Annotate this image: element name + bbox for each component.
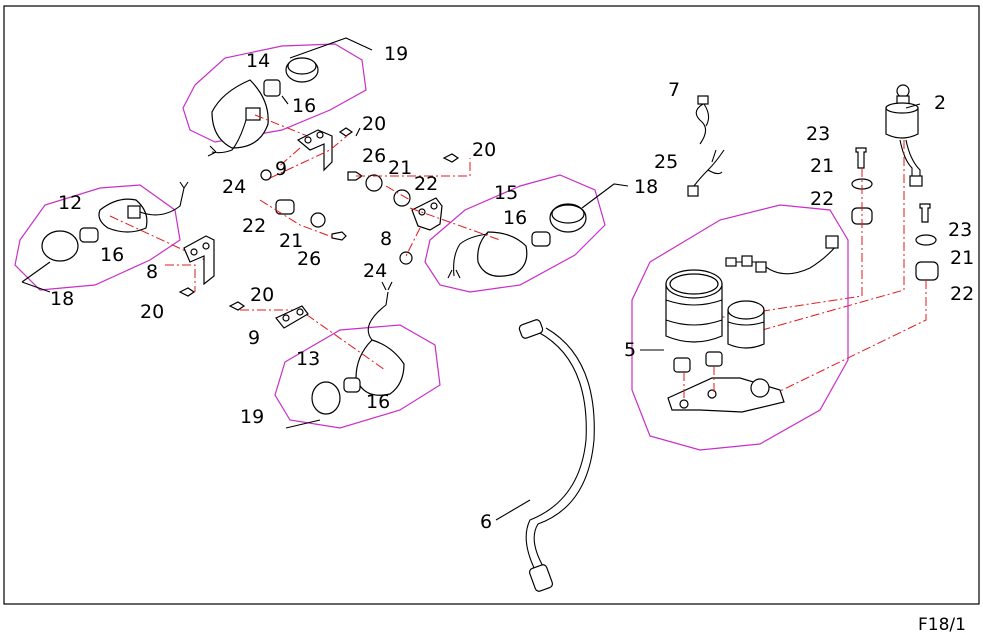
bracket-9-top: [260, 127, 471, 207]
bolt-20d: [228, 301, 246, 311]
callout-16: 16: [366, 391, 390, 413]
callout-9: 9: [275, 158, 287, 180]
turn-signal-left-group: [14, 181, 206, 291]
bracket-9-bottom: [275, 305, 309, 329]
lens-ring-19b: [311, 381, 341, 415]
callout-26: 26: [297, 248, 321, 270]
callout-24: 24: [222, 176, 246, 198]
callout-26: 26: [362, 145, 386, 167]
bolt-23a: [855, 147, 867, 169]
callout-21: 21: [810, 155, 834, 177]
mount-hardware-col1: [703, 147, 873, 321]
turn-signal-bottom-group: [228, 281, 441, 429]
grommet-22b: [393, 189, 411, 207]
callout-19: 19: [384, 43, 408, 65]
callout-labels: 14 19 16 20 26 20 9 21 24 22 12 15 18 22…: [50, 43, 974, 533]
gauge-assembly-5: [631, 204, 849, 451]
callout-20: 20: [472, 139, 496, 161]
callout-23: 23: [806, 123, 830, 145]
mount-hardware-col2: [733, 140, 939, 397]
callout-7: 7: [668, 79, 680, 101]
callout-14: 14: [246, 50, 270, 72]
bulb-16a: [263, 79, 281, 97]
left-fasteners: [259, 199, 347, 241]
washer-21b: [310, 212, 326, 228]
tachometer: [727, 309, 765, 349]
callout-20: 20: [362, 113, 386, 135]
turn-signal-right-group: [399, 174, 606, 293]
diagram-frame: [3, 5, 980, 605]
callout-6: 6: [480, 511, 492, 533]
figure-code: F18/1: [918, 615, 966, 635]
bolt-20b: [442, 153, 460, 163]
callout-22: 22: [950, 283, 974, 305]
callout-15: 15: [494, 182, 518, 204]
leader-lines: [21, 37, 921, 521]
callout-2: 2: [934, 92, 946, 114]
bolt-23b: [919, 203, 931, 223]
callout-13: 13: [296, 348, 320, 370]
callout-21: 21: [950, 247, 974, 269]
callout-21: 21: [279, 230, 303, 252]
callout-5: 5: [624, 339, 636, 361]
bracket-8-left: [165, 235, 215, 297]
washer-21a: [365, 174, 383, 192]
callout-9: 9: [248, 327, 260, 349]
bulb-16c: [531, 231, 551, 247]
bulb-16d: [343, 377, 361, 393]
callout-22: 22: [414, 173, 438, 195]
callout-22: 22: [810, 188, 834, 210]
lens-ring-18a: [41, 230, 79, 262]
grommet-22a: [275, 199, 295, 215]
speedometer-cable-6: [518, 319, 595, 592]
callout-24: 24: [363, 260, 387, 282]
callout-18: 18: [50, 288, 74, 310]
washer-21d: [915, 234, 937, 246]
switch-2: [885, 84, 923, 187]
wire-harness-25: [687, 149, 725, 197]
callout-16: 16: [503, 207, 527, 229]
bolt-20c: [178, 287, 196, 297]
callout-8: 8: [380, 228, 392, 250]
turn-signal-top-group: [182, 43, 367, 157]
lens-housing-15: [477, 231, 528, 277]
callout-12: 12: [58, 192, 82, 214]
bolt-26a: [347, 171, 364, 181]
speedometer: [665, 283, 723, 343]
bolt-26b: [331, 231, 347, 241]
lens-housing-13: [355, 339, 405, 396]
callout-22: 22: [242, 215, 266, 237]
callout-19: 19: [240, 406, 264, 428]
callout-23: 23: [948, 219, 972, 241]
grommet-22d: [915, 261, 939, 281]
nut-24a: [260, 169, 272, 181]
bulb-16b: [79, 227, 99, 243]
lens-housing-14: [211, 79, 269, 149]
wire-harness-7: [695, 95, 710, 145]
bolt-20a: [338, 127, 354, 137]
nut-24b: [399, 251, 413, 265]
callout-20: 20: [250, 284, 274, 306]
callout-21: 21: [388, 157, 412, 179]
callout-8: 8: [146, 261, 158, 283]
callout-25: 25: [654, 151, 678, 173]
callout-18: 18: [634, 176, 658, 198]
callout-16: 16: [292, 95, 316, 117]
callout-20: 20: [140, 301, 164, 323]
callout-16: 16: [100, 244, 124, 266]
